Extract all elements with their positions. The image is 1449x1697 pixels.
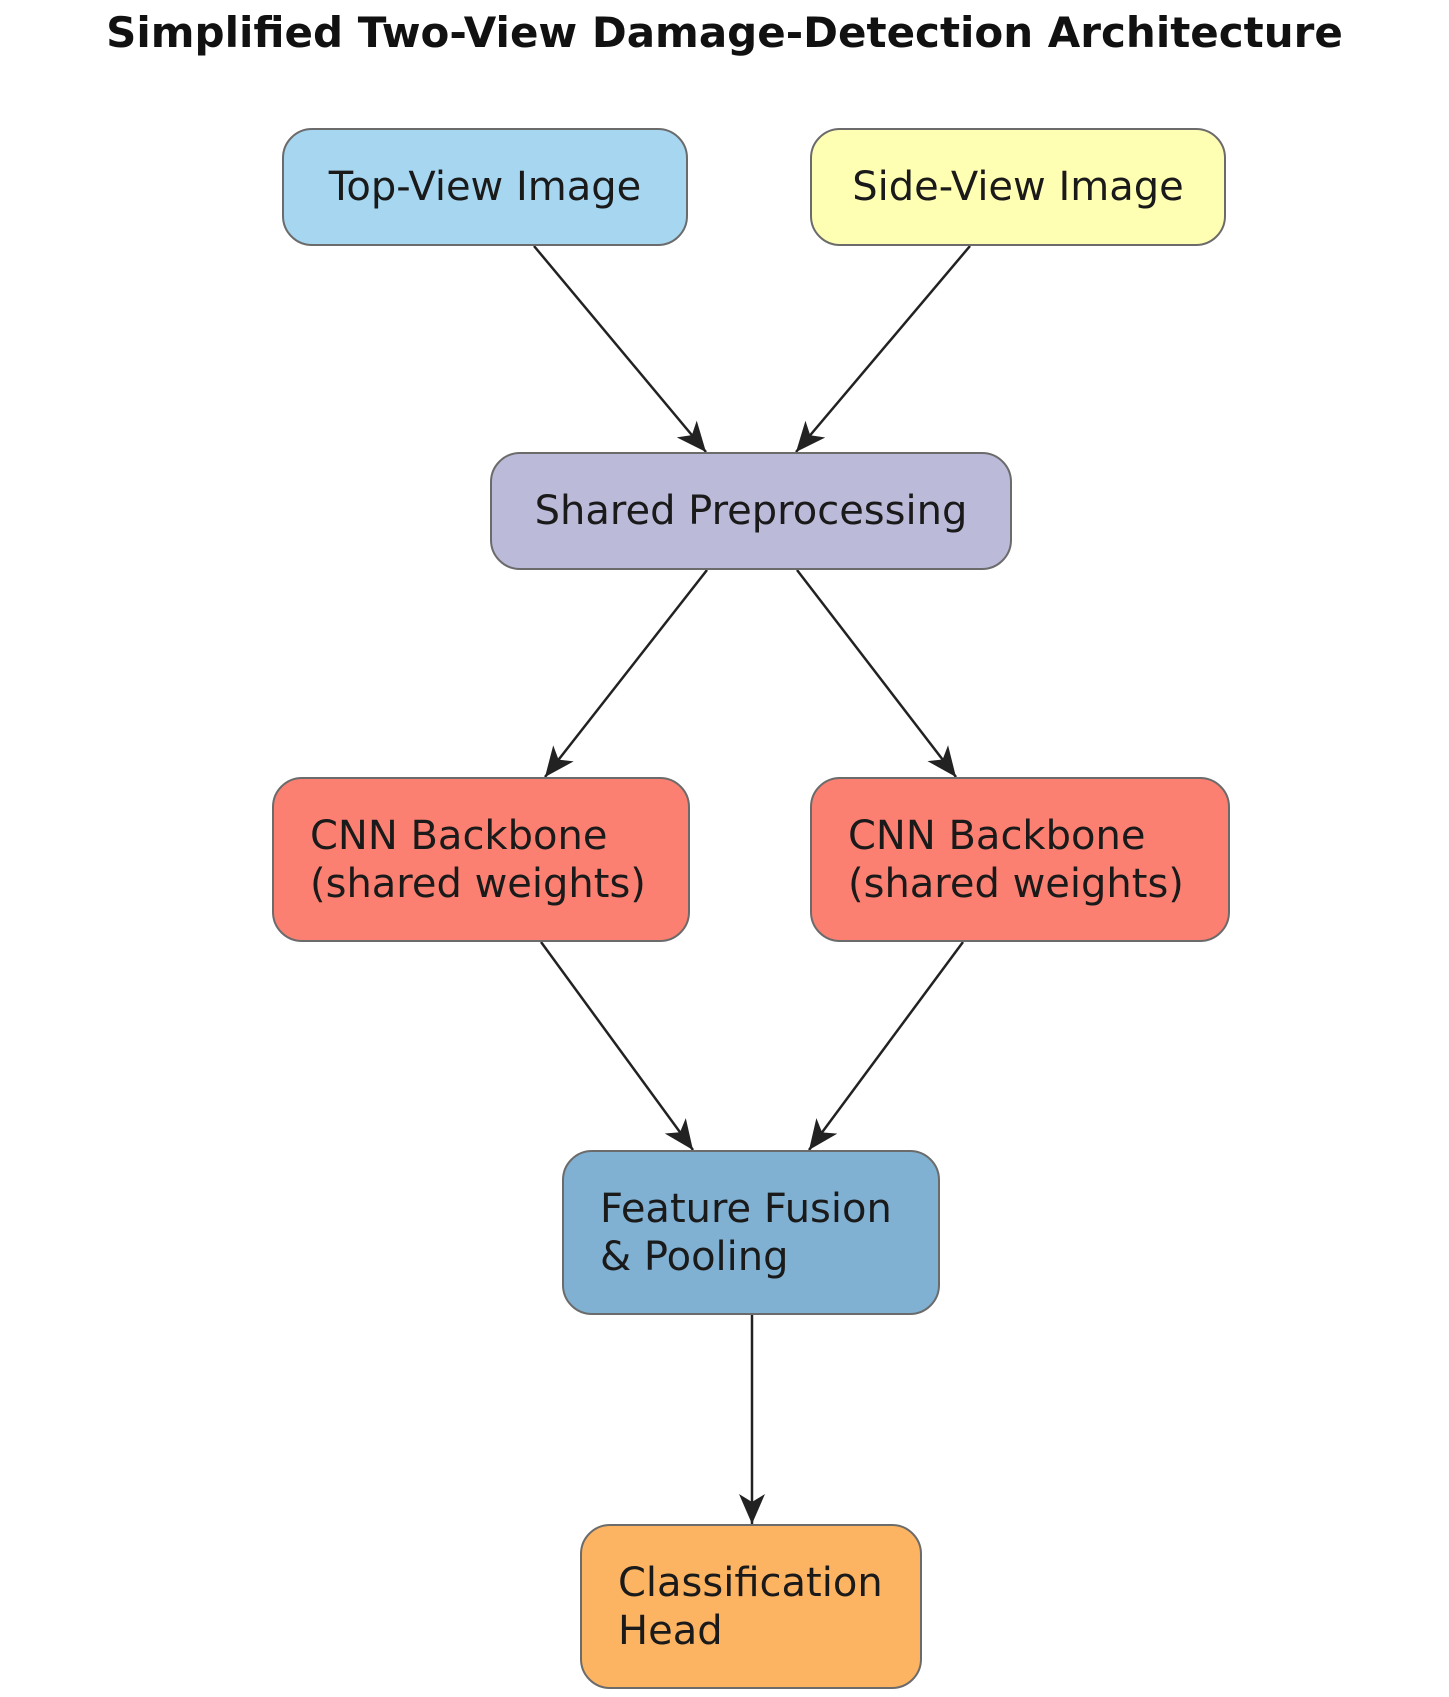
node-top-view-image: Top-View Image [282,128,688,246]
node-label-line-2: & Pooling [600,1233,789,1280]
edge-cnn-right-to-fusion [807,941,965,1151]
edge-preprocessing-to-cnn-right [796,569,957,778]
node-label-line-2: Head [618,1607,723,1654]
node-label-line-1: CNN Backbone [310,812,608,859]
diagram-title: Simplified Two-View Damage-Detection Arc… [106,8,1343,57]
node-label-line-1: Classification [618,1559,883,1606]
node-label: Side-View Image [852,164,1184,210]
node-cnn-backbone-right: CNN Backbone (shared weights) [810,777,1230,942]
node-shared-preprocessing: Shared Preprocessing [490,452,1012,570]
node-label-line-2: (shared weights) [848,860,1184,907]
node-label-line-2: (shared weights) [310,860,646,907]
node-label-line-1: CNN Backbone [848,812,1146,859]
node-side-view-image: Side-View Image [810,128,1226,246]
arrowhead-fusion-to-classification [739,1494,765,1524]
node-cnn-backbone-left: CNN Backbone (shared weights) [272,777,690,942]
node-label-line-1: Feature Fusion [600,1185,892,1232]
edge-cnn-left-to-fusion [539,941,695,1151]
node-feature-fusion-pooling: Feature Fusion & Pooling [562,1150,940,1315]
edge-side-view-to-preprocessing [795,245,971,453]
node-classification-head: Classification Head [580,1524,922,1689]
arrowhead-preprocessing-to-cnn-right [927,745,956,777]
node-label: Top-View Image [328,164,642,210]
arrowhead-preprocessing-to-cnn-left [545,745,574,777]
edge-preprocessing-to-cnn-left [544,569,708,778]
arrowhead-cnn-right-to-fusion [809,1118,838,1150]
arrowhead-top-view-to-preprocessing [676,420,706,452]
node-label: Shared Preprocessing [534,488,968,534]
arrowhead-cnn-left-to-fusion [664,1118,693,1150]
edge-top-view-to-preprocessing [533,245,707,453]
arrowhead-side-view-to-preprocessing [796,420,826,452]
